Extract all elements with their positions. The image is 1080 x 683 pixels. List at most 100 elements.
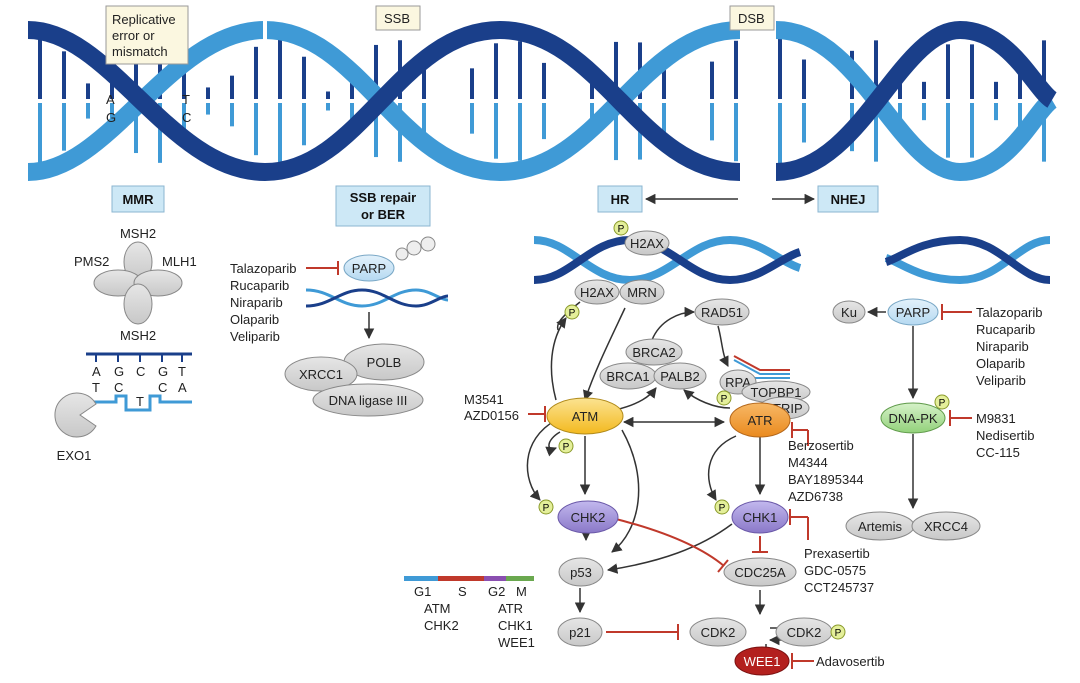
mrn-label: MRN — [627, 285, 657, 300]
ber-drug-3: Niraparib — [230, 295, 283, 310]
node-p21: p21 — [557, 617, 603, 647]
node-chk2: CHK2 — [557, 500, 619, 534]
mmr-base-3: C — [136, 364, 145, 379]
label-dsb: DSB — [729, 5, 775, 31]
helix-strand-dark-left — [27, 20, 741, 182]
node-artemis: Artemis — [845, 511, 915, 541]
header-hr: HR — [597, 185, 643, 213]
ssb-text: SSB — [384, 11, 410, 26]
mmr-base-8: T — [136, 394, 144, 409]
node-nhej-parp: PARP — [887, 298, 939, 326]
cdk2p-label: CDK2 — [787, 625, 822, 640]
mmr-base-4: G — [158, 364, 168, 379]
ssb-gap — [263, 15, 267, 45]
atm-drug-list: M3541 AZD0156 — [464, 392, 519, 423]
palb2-label: PALB2 — [660, 369, 700, 384]
node-rpa: RPA — [719, 369, 757, 395]
mmr-base-9: C — [158, 380, 167, 395]
mmr-base-6: T — [92, 380, 100, 395]
node-cdk2: CDK2 — [689, 617, 747, 647]
nhej-drug-4: Olaparib — [976, 356, 1025, 371]
hr-phospho-chk1-label: P — [719, 503, 726, 514]
cc-gene-wee1: WEE1 — [498, 635, 535, 650]
label-replicative-error: Replicative error or mismatch — [105, 5, 189, 65]
hr-dna — [533, 230, 1051, 290]
hr-phospho-chk2-label: P — [543, 503, 550, 514]
mmr-msh2-bottom: MSH2 — [120, 328, 156, 343]
helix-strand-light-right — [775, 21, 1058, 182]
mmr-pms2: PMS2 — [74, 254, 109, 269]
hr-header-text: HR — [611, 192, 630, 207]
wee1-label: WEE1 — [744, 654, 781, 669]
header-ssb-repair: SSB repair or BER — [335, 185, 431, 227]
dsb-text: DSB — [738, 11, 765, 26]
rpa-label: RPA — [725, 375, 751, 390]
node-brca2: BRCA2 — [625, 338, 683, 366]
artemis-label: Artemis — [858, 519, 903, 534]
mmr-msh2-top: MSH2 — [120, 226, 156, 241]
replicative-line-3: mismatch — [112, 44, 168, 59]
node-atm: ATM — [546, 397, 624, 435]
ssdna-fork — [733, 355, 790, 379]
nhej-phospho-dnapk: P — [934, 394, 950, 410]
hr-phospho-chk1: P — [714, 499, 730, 515]
mmr-mlh1: MLH1 — [162, 254, 197, 269]
hr-phospho-h2ax: P — [564, 304, 580, 320]
dnapk-drug-1: M9831 — [976, 411, 1016, 426]
nhej-drug-5: Veliparib — [976, 373, 1026, 388]
h2ax-label: H2AX — [580, 285, 614, 300]
cc-gene-atr: ATR — [498, 601, 523, 616]
nhej-header-text: NHEJ — [831, 192, 866, 207]
hr-phospho-atm-label: P — [563, 442, 570, 453]
hr-phospho-rpa: P — [716, 390, 732, 406]
ber-ligase-label: DNA ligase III — [329, 393, 408, 408]
node-chk1: CHK1 — [731, 500, 789, 534]
cc-gene-atm: ATM — [424, 601, 450, 616]
dnapk-drug-3: CC-115 — [976, 445, 1020, 460]
dsb-gap — [746, 10, 772, 190]
ber-drug-4: Olaparib — [230, 312, 279, 327]
nhej-parp-label: PARP — [896, 305, 930, 320]
node-cdk2-p: CDK2 — [775, 617, 833, 647]
cdc25a-label: CDC25A — [734, 565, 786, 580]
chk1-label: CHK1 — [743, 510, 778, 525]
dnapk-drug-list: M9831 Nedisertib CC-115 — [976, 411, 1035, 460]
node-palb2: PALB2 — [653, 362, 707, 390]
atr-drug-4: AZD6738 — [788, 489, 843, 504]
atm-drug-2: AZD0156 — [464, 408, 519, 423]
topbp1-label: TOPBP1 — [750, 385, 801, 400]
atr-drug-3: BAY1895344 — [788, 472, 864, 487]
chk2-label: CHK2 — [571, 510, 606, 525]
hr-phospho-rpa-label: P — [721, 394, 728, 405]
ber-dna-small — [305, 288, 449, 308]
atr-label: ATR — [747, 413, 772, 428]
nhej-drug-list: Talazoparib Rucaparib Niraparib Olaparib… — [976, 305, 1043, 388]
ber-complex: POLB XRCC1 DNA ligase III — [284, 343, 425, 417]
chk1-drug-3: CCT245737 — [804, 580, 874, 595]
hr-phospho-cdk2: P — [830, 624, 846, 640]
dnapk-drug-2: Nedisertib — [976, 428, 1035, 443]
replicative-line-2: error or — [112, 28, 155, 43]
mmr-base-1: A — [92, 364, 101, 379]
node-ku: Ku — [832, 300, 866, 324]
phase-g2: G2 — [488, 584, 505, 599]
ssb-repair-line-1: SSB repair — [350, 190, 416, 205]
ssb-repair-line-2: or BER — [361, 207, 406, 222]
mmr-base-5: T — [178, 364, 186, 379]
brca1-label: BRCA1 — [606, 369, 649, 384]
base-left-top: A — [106, 92, 115, 107]
node-brca1: BRCA1 — [599, 362, 657, 390]
node-rad51: RAD51 — [694, 298, 750, 326]
phase-m: M — [516, 584, 527, 599]
node-dnapk: DNA-PK — [880, 402, 946, 434]
node-cdc25a: CDC25A — [723, 557, 797, 587]
mmr-dna-excision: A G C G T T C T C A — [86, 352, 192, 412]
node-p53: p53 — [558, 557, 604, 587]
h2ax-top-label: H2AX — [630, 236, 664, 251]
label-ssb: SSB — [375, 5, 421, 31]
cdk2-label: CDK2 — [701, 625, 736, 640]
mmr-base-10: A — [178, 380, 187, 395]
hr-arrows — [526, 301, 802, 646]
